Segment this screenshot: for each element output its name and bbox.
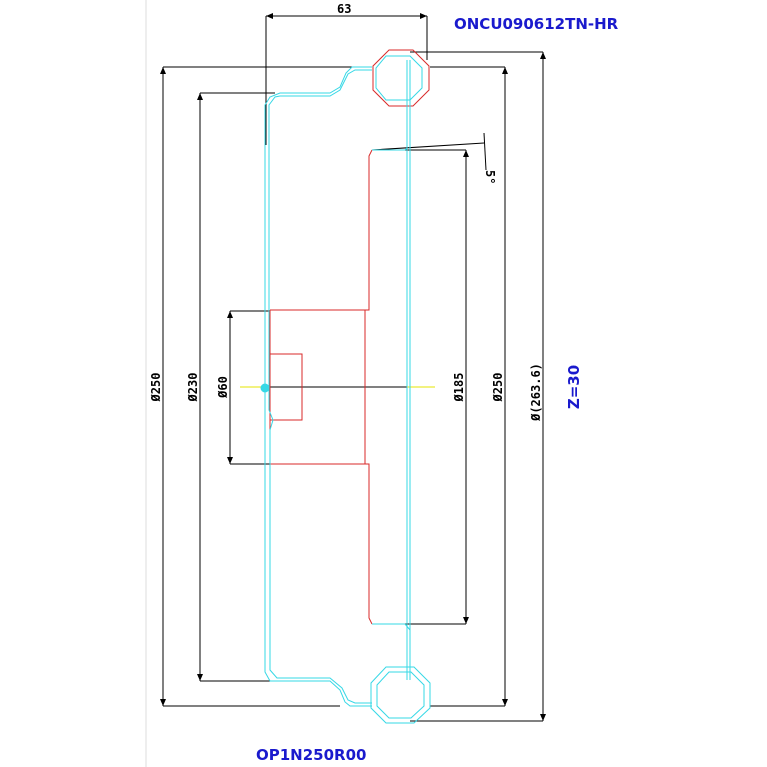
dim-right-250: Ø250	[491, 373, 505, 403]
insert-top-icon	[372, 49, 430, 107]
dim-bore-60: Ø60	[216, 376, 230, 399]
hub-profile	[269, 49, 430, 625]
dimension-arrows	[160, 13, 546, 721]
body-profile	[260, 55, 431, 724]
teeth-count-label: Z=30	[565, 365, 583, 409]
cutter-code-label: OP1N250R00	[256, 746, 366, 764]
dim-263: Ø(263.6)	[529, 363, 543, 422]
center-point-icon	[260, 383, 270, 393]
insert-bottom-icon	[370, 666, 431, 724]
insert-code-label: ONCU090612TN-HR	[454, 15, 619, 33]
dimension-lines	[162, 15, 544, 722]
dim-angle-5: 5°	[483, 170, 497, 184]
dim-outer-250: Ø250	[149, 373, 163, 403]
dim-63: 63	[337, 2, 351, 16]
dim-230: Ø230	[186, 373, 200, 403]
dim-hub-185: Ø185	[452, 373, 466, 403]
